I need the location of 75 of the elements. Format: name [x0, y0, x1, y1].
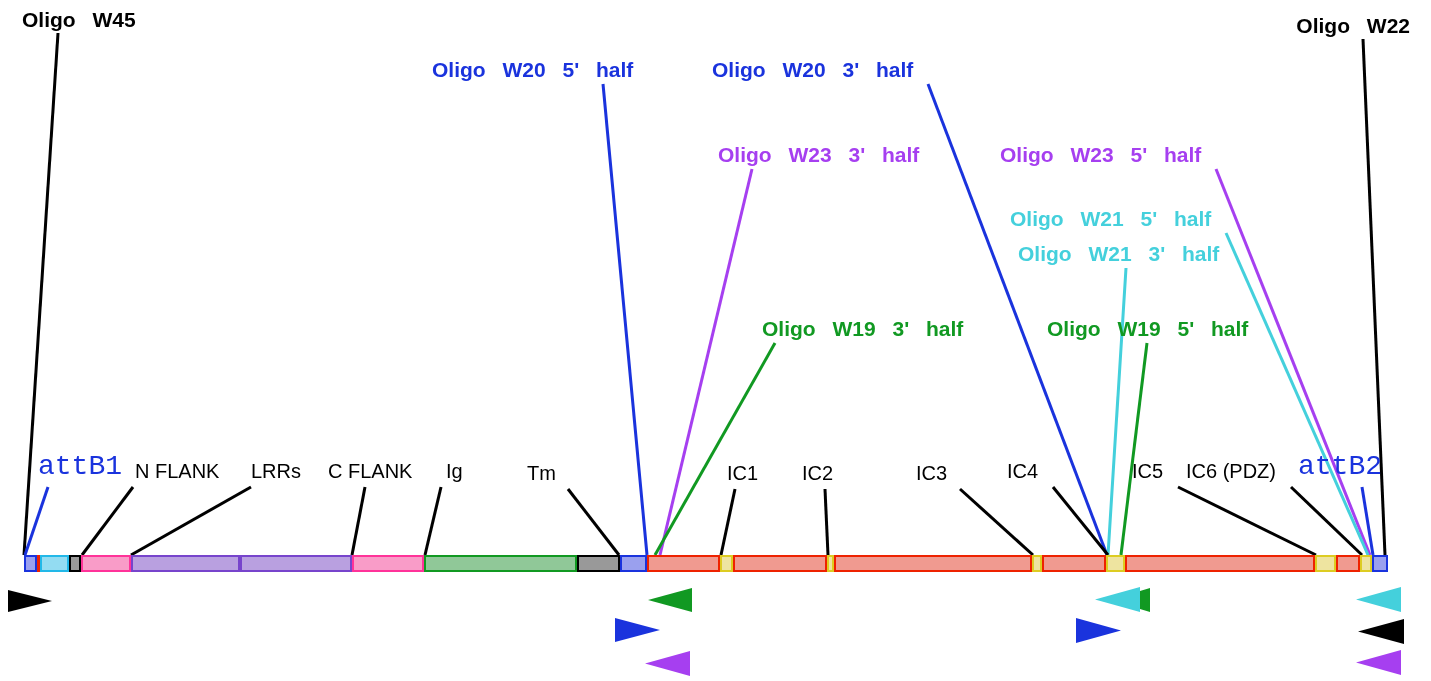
leader-line [823, 488, 830, 556]
gene-segment [1106, 555, 1125, 572]
gene-segment [827, 555, 834, 572]
primer-direction-triangle [1095, 587, 1140, 612]
leader-line [1360, 486, 1375, 556]
feature-label: attB1 [38, 451, 122, 484]
primer-label: Oligo W22 [1296, 14, 1410, 39]
primer-direction-triangle [615, 618, 660, 642]
feature-label: C FLANK [328, 460, 413, 483]
gene-segment [131, 555, 240, 572]
primer-direction-triangle [8, 590, 52, 612]
primer-direction-triangle [648, 588, 692, 612]
leader-line [350, 486, 367, 556]
primer-direction-triangle [1356, 650, 1401, 675]
gene-segment [1315, 555, 1336, 572]
feature-label: IC1 [727, 462, 759, 485]
gene-segment [1042, 555, 1106, 572]
leader-line [1106, 267, 1128, 556]
gene-segment [240, 555, 352, 572]
leader-line [719, 488, 737, 556]
gene-segment [1360, 555, 1372, 572]
gene-segment [620, 555, 647, 572]
leader-line [658, 168, 754, 556]
feature-label: IC6 (PDZ) [1186, 460, 1276, 483]
leader-line [1224, 232, 1370, 556]
gene-segment [733, 555, 827, 572]
primer-label: Oligo W21 5' half [1010, 207, 1212, 232]
primer-label: Oligo W45 [22, 8, 136, 33]
leader-line [1361, 38, 1387, 556]
leader-line [926, 83, 1109, 556]
primer-direction-triangle [645, 651, 690, 676]
leader-line [130, 485, 252, 557]
gene-segment [24, 555, 37, 572]
gene-segment [1125, 555, 1315, 572]
gene-segment [352, 555, 424, 572]
primer-direction-triangle [1076, 618, 1121, 643]
leader-line [601, 83, 649, 556]
feature-label: IC4 [1007, 460, 1039, 483]
gene-segment [720, 555, 733, 572]
primer-direction-triangle [1356, 587, 1401, 612]
feature-label: Tm [527, 462, 556, 485]
leader-line [1119, 342, 1149, 556]
feature-label: LRRs [251, 460, 301, 483]
primer-label: Oligo W19 3' half [762, 317, 964, 342]
feature-label: IC5 [1132, 460, 1164, 483]
feature-label: N FLANK [135, 460, 220, 483]
gene-segment [69, 555, 81, 572]
primer-direction-triangle [1140, 588, 1150, 612]
primer-label: Oligo W23 5' half [1000, 143, 1202, 168]
primer-label: Oligo W21 3' half [1018, 242, 1220, 267]
gene-segment [424, 555, 577, 572]
primer-label: Oligo W23 3' half [718, 143, 920, 168]
gene-segment [1032, 555, 1042, 572]
leader-line [1051, 486, 1110, 556]
gene-segment [834, 555, 1032, 572]
gene-segment [1372, 555, 1388, 572]
leader-line [22, 32, 60, 556]
feature-label: IC3 [916, 462, 948, 485]
feature-label: Ig [446, 460, 463, 483]
gene-segment [647, 555, 720, 572]
gene-segment [1336, 555, 1360, 572]
leader-line [653, 342, 777, 556]
gene-segment [81, 555, 131, 572]
leader-line [1214, 168, 1372, 556]
gene-segment [577, 555, 620, 572]
leader-line [566, 488, 621, 556]
primer-direction-triangle [1358, 619, 1404, 644]
primer-label: Oligo W20 5' half [432, 58, 634, 83]
gene-segment [40, 555, 69, 572]
leader-line [80, 486, 135, 556]
leader-line [1289, 485, 1364, 557]
leader-line [423, 486, 443, 556]
primer-label: Oligo W20 3' half [712, 58, 914, 83]
feature-label: IC2 [802, 462, 834, 485]
leader-line [23, 486, 50, 556]
